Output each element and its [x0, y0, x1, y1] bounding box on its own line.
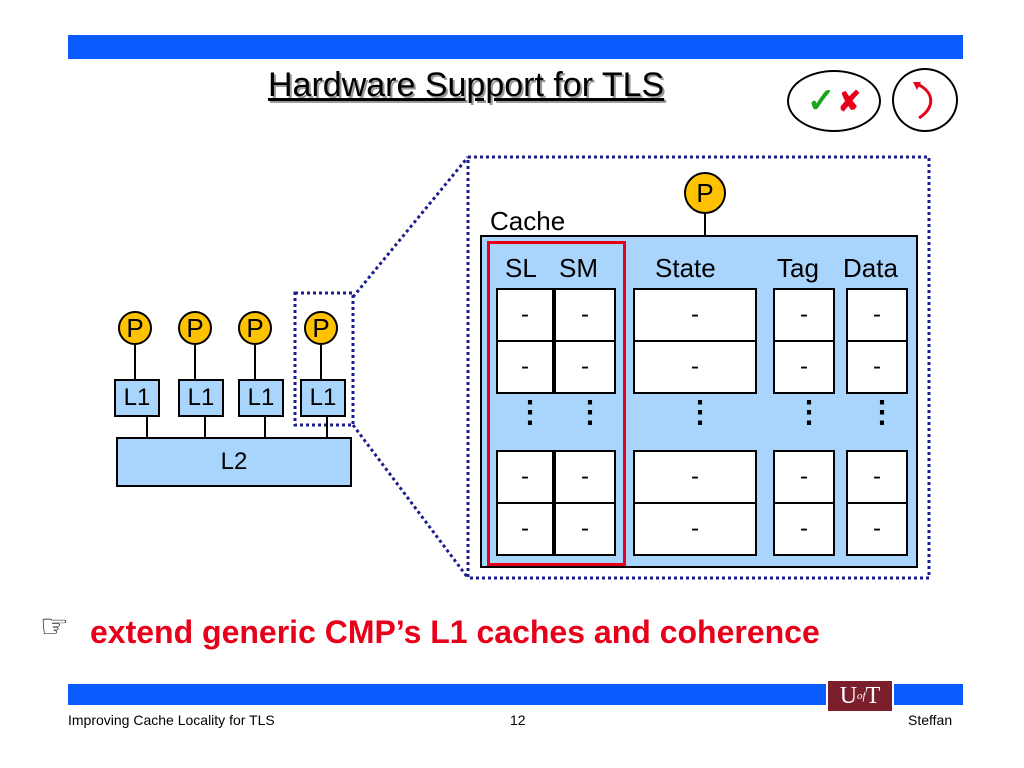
header-bar	[68, 35, 963, 59]
l1-cache-4: L1	[300, 379, 346, 417]
cell-state: -	[633, 340, 757, 394]
l1-link	[204, 417, 206, 438]
l1-link	[264, 417, 266, 438]
logo-t: T	[865, 682, 881, 709]
processor-3: P	[238, 311, 272, 345]
cell-tag: -	[773, 450, 835, 504]
cell-data: -	[846, 340, 908, 394]
proc-link	[704, 214, 706, 236]
cell-sl: -	[496, 340, 554, 394]
cache-processor: P	[684, 172, 726, 214]
cell-sm: -	[554, 450, 616, 504]
sl-sm-highlight	[487, 241, 626, 566]
proc-link	[320, 345, 322, 379]
cross-icon: ✘	[837, 85, 861, 117]
proc-link	[254, 345, 256, 379]
ellipsis-tag: ⋮	[794, 396, 824, 429]
cache-label: Cache	[490, 206, 566, 236]
footer-author: Steffan	[908, 712, 953, 728]
ellipsis-state: ⋮	[685, 396, 715, 429]
l1-cache-3: L1	[238, 379, 284, 417]
cell-state: -	[633, 502, 757, 556]
column-header-sl: SL	[505, 253, 537, 283]
cell-tag: -	[773, 288, 835, 342]
column-header-sm: SM	[559, 253, 598, 283]
cell-sl: -	[496, 288, 554, 342]
cell-state: -	[633, 288, 757, 342]
footer-left-text: Improving Cache Locality for TLS	[68, 712, 275, 728]
bullet-text: extend generic CMP’s L1 caches and coher…	[90, 614, 820, 650]
ellipsis-sl: ⋮	[515, 396, 545, 429]
ellipsis-data: ⋮	[867, 396, 897, 429]
cell-state: -	[633, 450, 757, 504]
cell-sm: -	[554, 288, 616, 342]
logo-of: of	[857, 690, 866, 702]
footer-bar	[68, 684, 963, 705]
page-title: Hardware Support for TLS	[268, 66, 665, 104]
column-header-tag: Tag	[777, 253, 819, 283]
cell-sm: -	[554, 340, 616, 394]
l1-cache-1: L1	[114, 379, 160, 417]
proc-link	[134, 345, 136, 379]
cell-data: -	[846, 288, 908, 342]
curved-arrow-icon	[913, 82, 933, 120]
cell-sm: -	[554, 502, 616, 556]
logo-u: U	[839, 682, 858, 709]
column-header-data: Data	[843, 253, 898, 283]
processor-4: P	[304, 311, 338, 345]
proc-link	[194, 345, 196, 379]
l1-link	[326, 417, 328, 438]
l2-cache: L2	[116, 437, 352, 487]
cell-sl: -	[496, 502, 554, 556]
pointing-hand-icon: ☞	[40, 608, 69, 644]
cell-tag: -	[773, 502, 835, 556]
processor-1: P	[118, 311, 152, 345]
page-number: 12	[510, 712, 526, 728]
check-cross-badge: ✓ ✘	[787, 70, 881, 132]
cell-data: -	[846, 450, 908, 504]
l1-cache-2: L1	[178, 379, 224, 417]
curved-arrow-badge	[892, 68, 958, 132]
ellipsis-sm: ⋮	[575, 396, 605, 429]
column-header-state: State	[655, 253, 716, 283]
processor-2: P	[178, 311, 212, 345]
cell-sl: -	[496, 450, 554, 504]
university-logo: U of T	[826, 679, 894, 713]
l1-link	[146, 417, 148, 438]
cell-tag: -	[773, 340, 835, 394]
cell-data: -	[846, 502, 908, 556]
check-icon: ✓	[807, 82, 836, 120]
